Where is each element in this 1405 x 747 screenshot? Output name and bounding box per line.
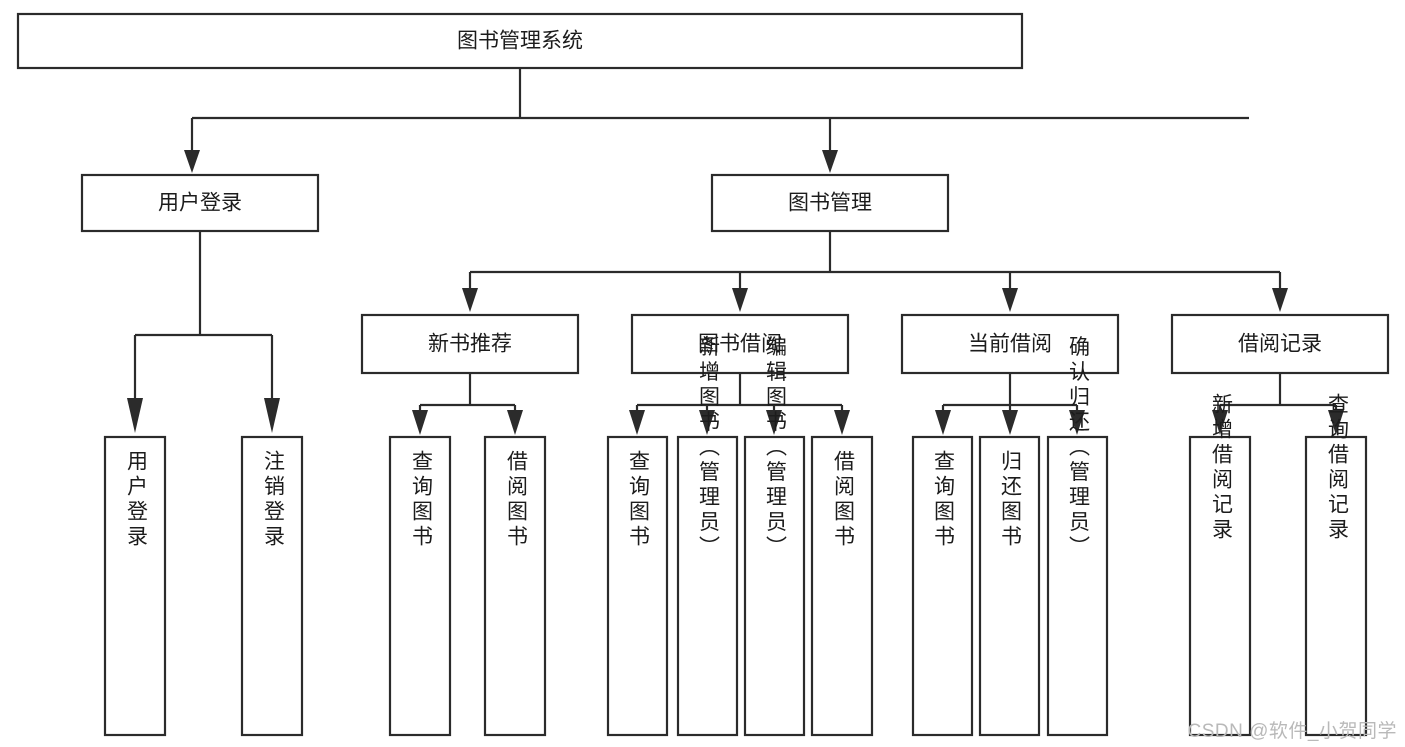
leaf-book-borrow-2-label: 编辑图书（管理员） xyxy=(764,336,788,561)
leaf-book-borrow-3[interactable]: 借阅图书 xyxy=(810,435,874,737)
leaf-book-borrow-2[interactable]: 编辑图书（管理员） xyxy=(743,336,806,737)
leaf-current-borrow-0-label: 查询图书 xyxy=(932,450,956,550)
connector-current-borrow-to-leaves xyxy=(935,373,1085,435)
connector-user-login-to-leaves xyxy=(127,231,280,433)
node-borrow-record[interactable]: 借阅记录 xyxy=(1170,313,1390,375)
node-root-label: 图书管理系统 xyxy=(457,30,583,53)
node-root[interactable]: 图书管理系统 xyxy=(16,12,1024,70)
node-current-borrow[interactable]: 当前借阅 xyxy=(900,313,1120,375)
leaf-user-login-0[interactable]: 用户登录 xyxy=(103,435,167,737)
node-user-login-label: 用户登录 xyxy=(158,192,242,215)
leaf-book-borrow-1[interactable]: 新增图书（管理员） xyxy=(676,336,739,737)
leaf-new-book-recommend-0-label: 查询图书 xyxy=(410,450,434,550)
leaf-current-borrow-1[interactable]: 归还图书 xyxy=(978,435,1041,737)
leaf-book-borrow-3-label: 借阅图书 xyxy=(832,450,856,550)
connector-root-to-level2 xyxy=(184,68,1249,173)
leaf-current-borrow-1-label: 归还图书 xyxy=(999,450,1023,550)
leaf-new-book-recommend-1[interactable]: 借阅图书 xyxy=(483,435,547,737)
leaf-book-borrow-1-label: 新增图书（管理员） xyxy=(697,336,721,561)
node-book-management[interactable]: 图书管理 xyxy=(710,173,950,233)
connector-book-borrow-to-leaves xyxy=(629,373,850,435)
leaf-new-book-recommend-1-label: 借阅图书 xyxy=(505,450,529,550)
connector-new-book-recommend-to-leaves xyxy=(412,373,523,435)
node-new-book-recommend[interactable]: 新书推荐 xyxy=(360,313,580,375)
node-user-login[interactable]: 用户登录 xyxy=(80,173,320,233)
leaf-current-borrow-0[interactable]: 查询图书 xyxy=(911,435,974,737)
leaf-new-book-recommend-0[interactable]: 查询图书 xyxy=(388,435,452,737)
leaf-borrow-record-1[interactable]: 查询借阅记录 xyxy=(1304,393,1368,737)
node-book-management-label: 图书管理 xyxy=(788,192,872,215)
node-current-borrow-label: 当前借阅 xyxy=(968,333,1052,356)
leaf-borrow-record-1-label: 查询借阅记录 xyxy=(1326,393,1350,543)
connector-borrow-record-to-leaves xyxy=(1212,373,1344,435)
node-book-borrow-label: 图书借阅 xyxy=(698,333,782,356)
leaf-current-borrow-2-label: 确认归还（管理员） xyxy=(1067,336,1091,561)
leaf-borrow-record-0-label: 新增借阅记录 xyxy=(1210,393,1234,543)
leaf-user-login-1[interactable]: 注销登录 xyxy=(240,435,304,737)
leaf-book-borrow-0-label: 查询图书 xyxy=(627,450,651,550)
connector-book-management-to-level3 xyxy=(462,231,1288,312)
leaf-book-borrow-0[interactable]: 查询图书 xyxy=(606,435,669,737)
leaf-user-login-0-label: 用户登录 xyxy=(125,450,149,550)
leaf-user-login-1-label: 注销登录 xyxy=(262,450,286,550)
node-new-book-recommend-label: 新书推荐 xyxy=(428,333,512,356)
leaf-current-borrow-2[interactable]: 确认归还（管理员） xyxy=(1046,336,1109,737)
node-book-borrow[interactable]: 图书借阅 xyxy=(630,313,850,375)
leaf-borrow-record-0[interactable]: 新增借阅记录 xyxy=(1188,393,1252,737)
node-borrow-record-label: 借阅记录 xyxy=(1238,333,1322,356)
